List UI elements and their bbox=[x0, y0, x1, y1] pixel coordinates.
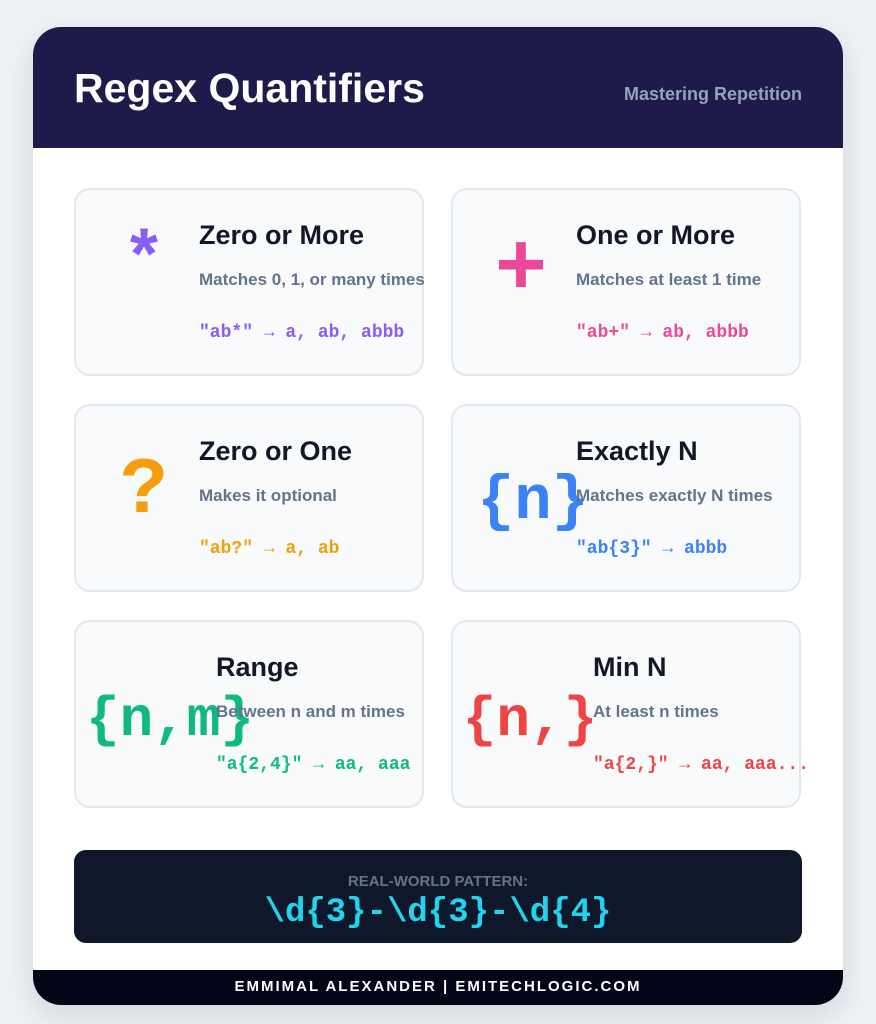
card-example: "ab{3}" → abbb bbox=[576, 539, 728, 559]
card-title: Zero or One bbox=[199, 436, 353, 466]
card-description: Between n and m times bbox=[216, 702, 405, 721]
card-title: Zero or More bbox=[199, 220, 365, 250]
card-title: Range bbox=[216, 652, 299, 682]
plus-icon: + bbox=[494, 222, 548, 321]
pattern-code: \d{3}-\d{3}-\d{4} bbox=[264, 894, 612, 932]
card-zero-or-one: ? Zero or One Makes it optional "ab?" → … bbox=[74, 404, 424, 592]
asterisk-icon: * bbox=[122, 221, 166, 303]
header: Regex Quantifiers Mastering Repetition bbox=[33, 27, 843, 148]
card-example: "ab*" → a, ab, abbb bbox=[199, 323, 405, 343]
page-title: Regex Quantifiers bbox=[74, 65, 425, 111]
card-example: "ab+" → ab, abbb bbox=[576, 323, 749, 343]
real-world-pattern: REAL-WORLD PATTERN: \d{3}-\d{3}-\d{4} bbox=[74, 850, 802, 943]
card-title: One or More bbox=[576, 220, 736, 250]
card-title: Exactly N bbox=[576, 436, 698, 466]
card-description: Matches at least 1 time bbox=[576, 270, 762, 289]
card-description: Matches 0, 1, or many times bbox=[199, 270, 425, 289]
braces-n-comma-icon: {n,} bbox=[462, 688, 598, 752]
page-subtitle: Mastering Repetition bbox=[623, 84, 802, 104]
card-example: "a{2,4}" → aa, aaa bbox=[216, 755, 411, 775]
pattern-label: REAL-WORLD PATTERN: bbox=[347, 873, 529, 890]
infographic-card: Regex Quantifiers Mastering Repetition *… bbox=[33, 27, 843, 1005]
card-zero-or-more: * Zero or More Matches 0, 1, or many tim… bbox=[74, 188, 425, 376]
braces-n-icon: {n} bbox=[477, 466, 589, 537]
card-title: Min N bbox=[593, 652, 667, 682]
question-mark-icon: ? bbox=[119, 446, 169, 537]
card-description: Makes it optional bbox=[199, 486, 337, 505]
footer-credit: EMMIMAL ALEXANDER | EMITECHLOGIC.COM bbox=[33, 970, 843, 1005]
card-one-or-more: + One or More Matches at least 1 time "a… bbox=[451, 188, 801, 376]
card-example: "ab?" → a, ab bbox=[199, 539, 340, 559]
card-min-n: {n,} Min N At least n times "a{2,}" → aa… bbox=[451, 620, 809, 808]
card-range: {n,m} Range Between n and m times "a{2,4… bbox=[74, 620, 424, 808]
card-description: At least n times bbox=[593, 702, 719, 721]
braces-n-m-icon: {n,m} bbox=[85, 688, 255, 752]
card-exactly-n: {n} Exactly N Matches exactly N times "a… bbox=[451, 404, 801, 592]
card-description: Matches exactly N times bbox=[576, 486, 773, 505]
card-example: "a{2,}" → aa, aaa... bbox=[593, 755, 810, 775]
